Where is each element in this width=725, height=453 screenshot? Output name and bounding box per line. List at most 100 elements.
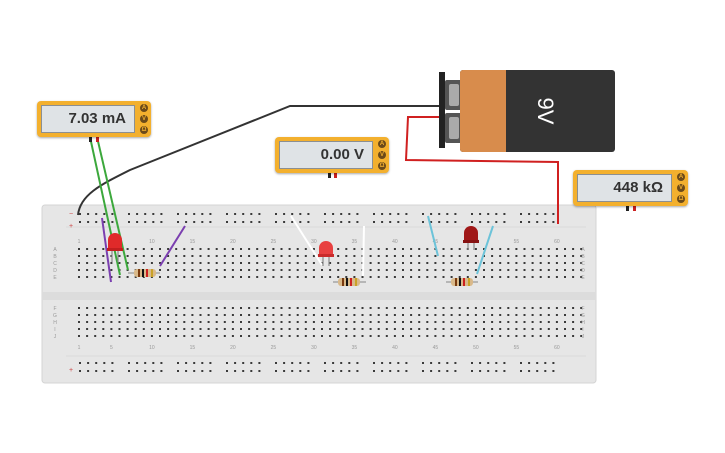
breadboard-hole[interactable] (299, 221, 302, 223)
breadboard-hole[interactable] (539, 276, 542, 278)
breadboard-hole[interactable] (296, 255, 299, 257)
breadboard-hole[interactable] (523, 314, 526, 316)
breadboard-hole[interactable] (312, 335, 315, 337)
breadboard-hole[interactable] (175, 248, 178, 250)
breadboard-hole[interactable] (345, 276, 348, 278)
breadboard-hole[interactable] (389, 221, 392, 223)
breadboard-hole[interactable] (450, 269, 453, 271)
breadboard-hole[interactable] (337, 276, 340, 278)
breadboard-hole[interactable] (503, 221, 506, 223)
breadboard-hole[interactable] (499, 314, 502, 316)
breadboard-hole[interactable] (580, 335, 583, 337)
breadboard-hole[interactable] (466, 262, 469, 264)
breadboard-hole[interactable] (248, 276, 251, 278)
breadboard-hole[interactable] (126, 314, 129, 316)
breadboard-hole[interactable] (95, 221, 98, 223)
breadboard-hole[interactable] (507, 307, 510, 309)
breadboard-hole[interactable] (446, 370, 449, 372)
breadboard-hole[interactable] (215, 269, 218, 271)
breadboard-hole[interactable] (332, 362, 335, 364)
breadboard-hole[interactable] (572, 328, 575, 330)
breadboard-hole[interactable] (94, 307, 97, 309)
breadboard-hole[interactable] (499, 255, 502, 257)
breadboard-hole[interactable] (226, 362, 228, 364)
breadboard-hole[interactable] (458, 255, 461, 257)
breadboard-hole[interactable] (418, 307, 421, 309)
breadboard-hole[interactable] (491, 269, 494, 271)
breadboard-hole[interactable] (377, 276, 380, 278)
breadboard-hole[interactable] (231, 321, 234, 323)
breadboard-hole[interactable] (264, 276, 267, 278)
breadboard-hole[interactable] (231, 262, 234, 264)
breadboard-hole[interactable] (193, 213, 196, 215)
breadboard-hole[interactable] (201, 221, 204, 223)
breadboard-hole[interactable] (515, 269, 518, 271)
breadboard-hole[interactable] (580, 255, 583, 257)
breadboard-hole[interactable] (118, 314, 121, 316)
breadboard-hole[interactable] (240, 328, 242, 330)
wire-white-1[interactable] (290, 215, 323, 266)
breadboard-hole[interactable] (442, 314, 445, 316)
breadboard-hole[interactable] (340, 370, 343, 372)
breadboard-hole[interactable] (329, 262, 332, 264)
breadboard-hole[interactable] (183, 335, 186, 337)
breadboard-hole[interactable] (515, 328, 518, 330)
breadboard-hole[interactable] (291, 370, 294, 372)
breadboard-hole[interactable] (434, 276, 437, 278)
breadboard-hole[interactable] (272, 269, 275, 271)
breadboard-hole[interactable] (159, 276, 161, 278)
breadboard-hole[interactable] (136, 370, 139, 372)
breadboard-hole[interactable] (426, 328, 429, 330)
breadboard-hole[interactable] (353, 276, 356, 278)
breadboard-hole[interactable] (479, 213, 482, 215)
breadboard-hole[interactable] (385, 255, 388, 257)
breadboard-hole[interactable] (126, 321, 129, 323)
breadboard-hole[interactable] (226, 221, 228, 223)
breadboard-hole[interactable] (280, 276, 283, 278)
breadboard-hole[interactable] (248, 269, 251, 271)
breadboard-hole[interactable] (136, 213, 139, 215)
breadboard-hole[interactable] (103, 213, 106, 215)
breadboard-hole[interactable] (369, 314, 372, 316)
breadboard-hole[interactable] (152, 370, 155, 372)
breadboard-hole[interactable] (332, 370, 335, 372)
breadboard-hole[interactable] (402, 321, 404, 323)
breadboard-hole[interactable] (321, 314, 323, 316)
breadboard-hole[interactable] (280, 269, 283, 271)
breadboard-hole[interactable] (321, 262, 323, 264)
breadboard-hole[interactable] (564, 335, 566, 337)
breadboard-hole[interactable] (280, 321, 283, 323)
breadboard-hole[interactable] (572, 262, 575, 264)
breadboard-hole[interactable] (536, 221, 539, 223)
breadboard-hole[interactable] (385, 276, 388, 278)
breadboard-hole[interactable] (434, 321, 437, 323)
breadboard-hole[interactable] (442, 248, 445, 250)
breadboard-hole[interactable] (199, 328, 202, 330)
breadboard-hole[interactable] (385, 314, 388, 316)
breadboard-hole[interactable] (539, 307, 542, 309)
breadboard-hole[interactable] (126, 248, 129, 250)
breadboard-hole[interactable] (483, 314, 485, 316)
breadboard-hole[interactable] (134, 248, 137, 250)
breadboard-hole[interactable] (393, 321, 396, 323)
breadboard-hole[interactable] (555, 255, 558, 257)
breadboard-hole[interactable] (264, 328, 267, 330)
breadboard-hole[interactable] (291, 362, 294, 364)
breadboard-hole[interactable] (94, 321, 97, 323)
breadboard-hole[interactable] (86, 248, 89, 250)
breadboard-hole[interactable] (95, 370, 98, 372)
breadboard-hole[interactable] (385, 248, 388, 250)
breadboard-hole[interactable] (466, 276, 469, 278)
breadboard-hole[interactable] (185, 213, 188, 215)
breadboard-hole[interactable] (555, 335, 558, 337)
breadboard-hole[interactable] (312, 321, 315, 323)
breadboard-hole[interactable] (507, 276, 510, 278)
breadboard-hole[interactable] (199, 276, 202, 278)
breadboard-hole[interactable] (520, 221, 522, 223)
breadboard-hole[interactable] (572, 307, 575, 309)
breadboard-hole[interactable] (458, 248, 461, 250)
breadboard-hole[interactable] (118, 328, 121, 330)
breadboard-hole[interactable] (426, 321, 429, 323)
breadboard-hole[interactable] (128, 213, 130, 215)
